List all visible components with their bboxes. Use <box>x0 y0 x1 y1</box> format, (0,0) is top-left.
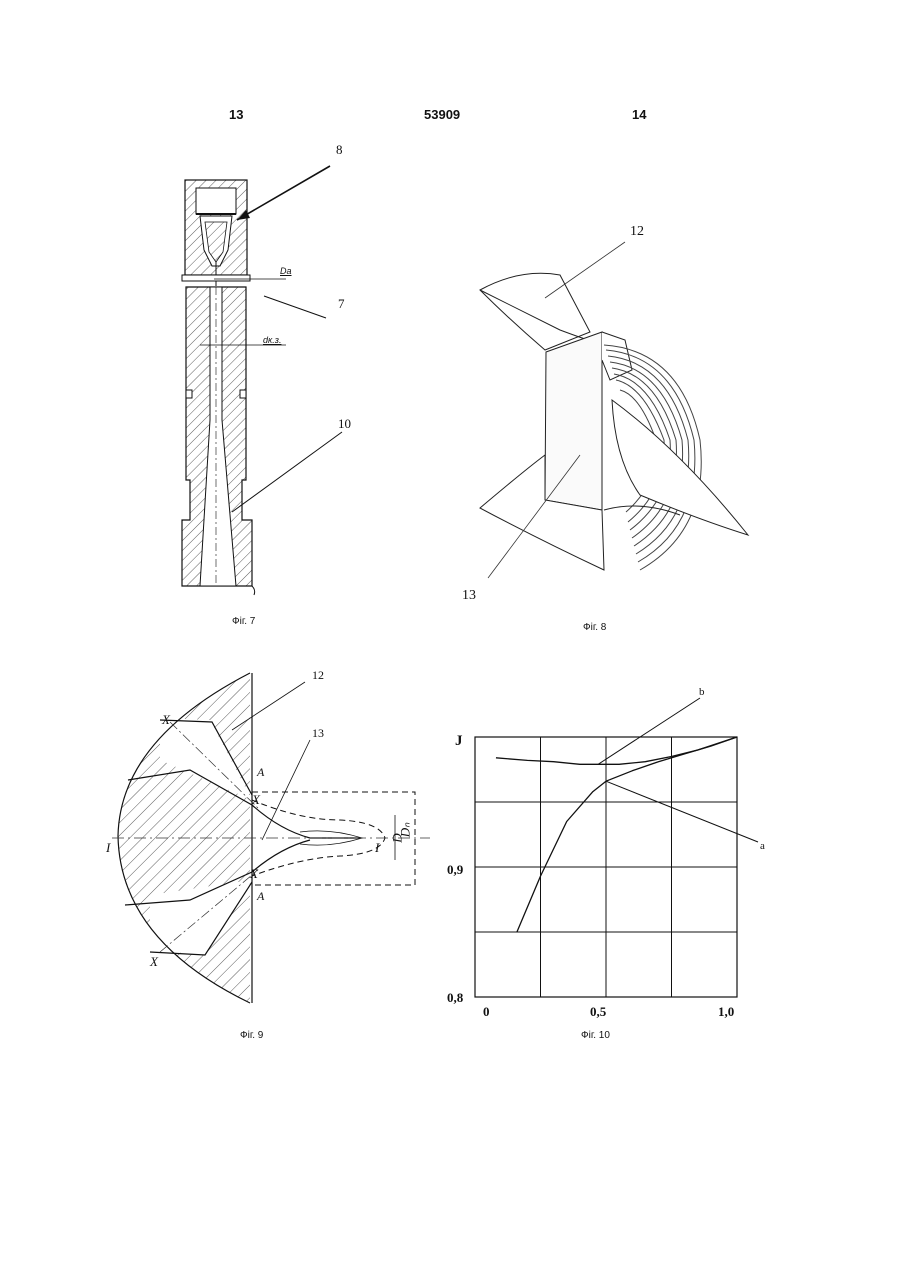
fig10-xtick-1: 0,5 <box>590 1004 606 1020</box>
fig10-xtick-0: 0 <box>483 1004 490 1020</box>
fig10-leader-a <box>606 781 758 842</box>
fig10-ytick-1: 0,9 <box>447 862 463 878</box>
fig10-curve-label-b: b <box>699 686 705 698</box>
fig10-caption: Фіг. 10 <box>581 1030 610 1041</box>
fig10-curve-label-a: a <box>760 840 765 852</box>
fig10-xtick-2: 1,0 <box>718 1004 734 1020</box>
fig10-ylabel: J <box>455 733 463 750</box>
fig10-series-b <box>496 737 737 764</box>
fig10-series-a <box>517 737 737 932</box>
fig10-ytick-0: 0,8 <box>447 990 463 1006</box>
